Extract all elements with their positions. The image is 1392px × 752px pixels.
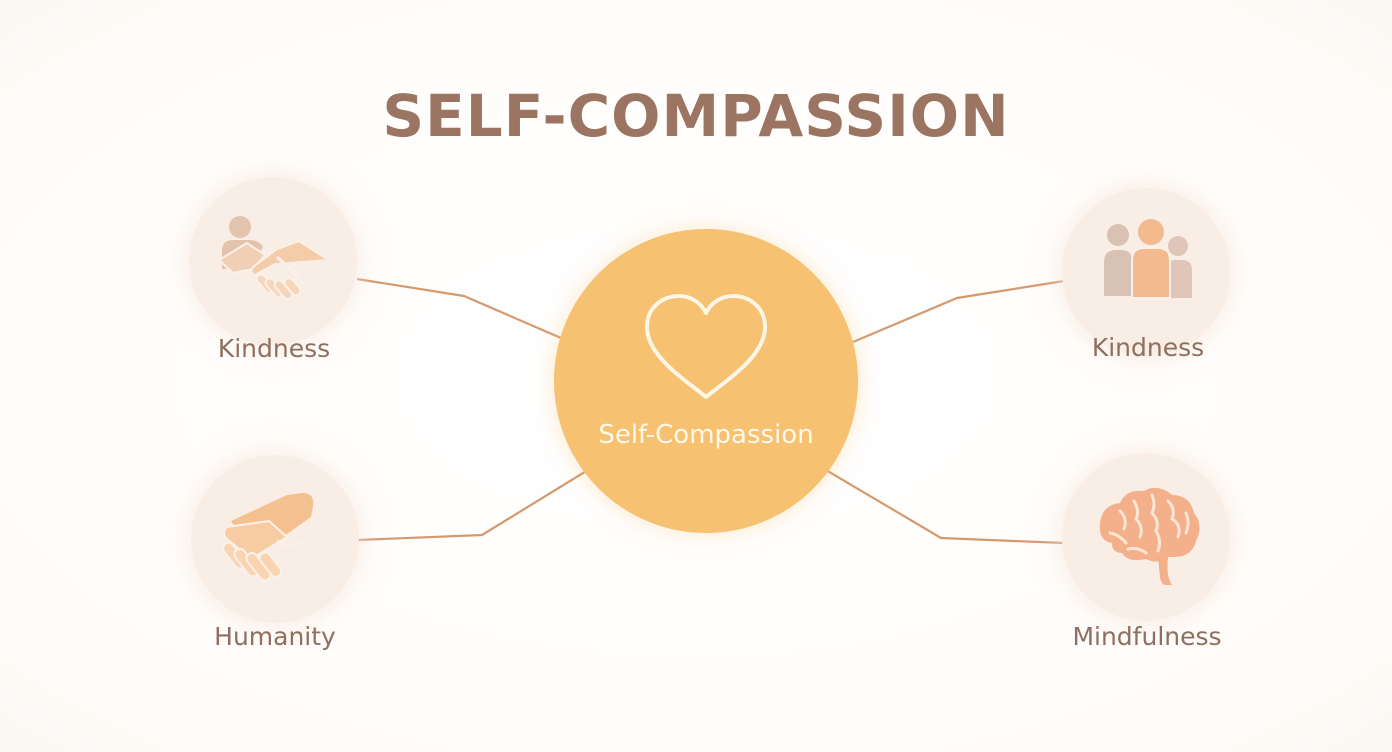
node-humanity xyxy=(191,455,359,623)
handshake-icon xyxy=(217,216,328,300)
node-kindness-left xyxy=(189,177,357,345)
node-label-humanity: Humanity xyxy=(214,622,336,651)
node-label-kindness-left: Kindness xyxy=(217,334,331,363)
node-label-kindness-right: Kindness xyxy=(1091,333,1205,362)
node-label-mindfulness: Mindfulness xyxy=(1072,622,1222,651)
people-group-icon xyxy=(1104,219,1192,299)
holding-hands-icon xyxy=(222,493,314,582)
connector-top-right xyxy=(852,279,1065,344)
center-label: Self-Compassion xyxy=(598,420,814,450)
connector-top-left xyxy=(356,277,562,340)
center-node: Self-Compassion xyxy=(554,229,858,533)
connector-bottom-left xyxy=(356,469,589,542)
connector-bottom-right xyxy=(825,469,1065,545)
diagram-title: SELF-COMPASSION xyxy=(382,82,1010,150)
heart-icon xyxy=(645,294,767,399)
brain-icon xyxy=(1099,487,1200,585)
node-kindness-right xyxy=(1062,188,1230,356)
node-mindfulness xyxy=(1062,453,1230,621)
